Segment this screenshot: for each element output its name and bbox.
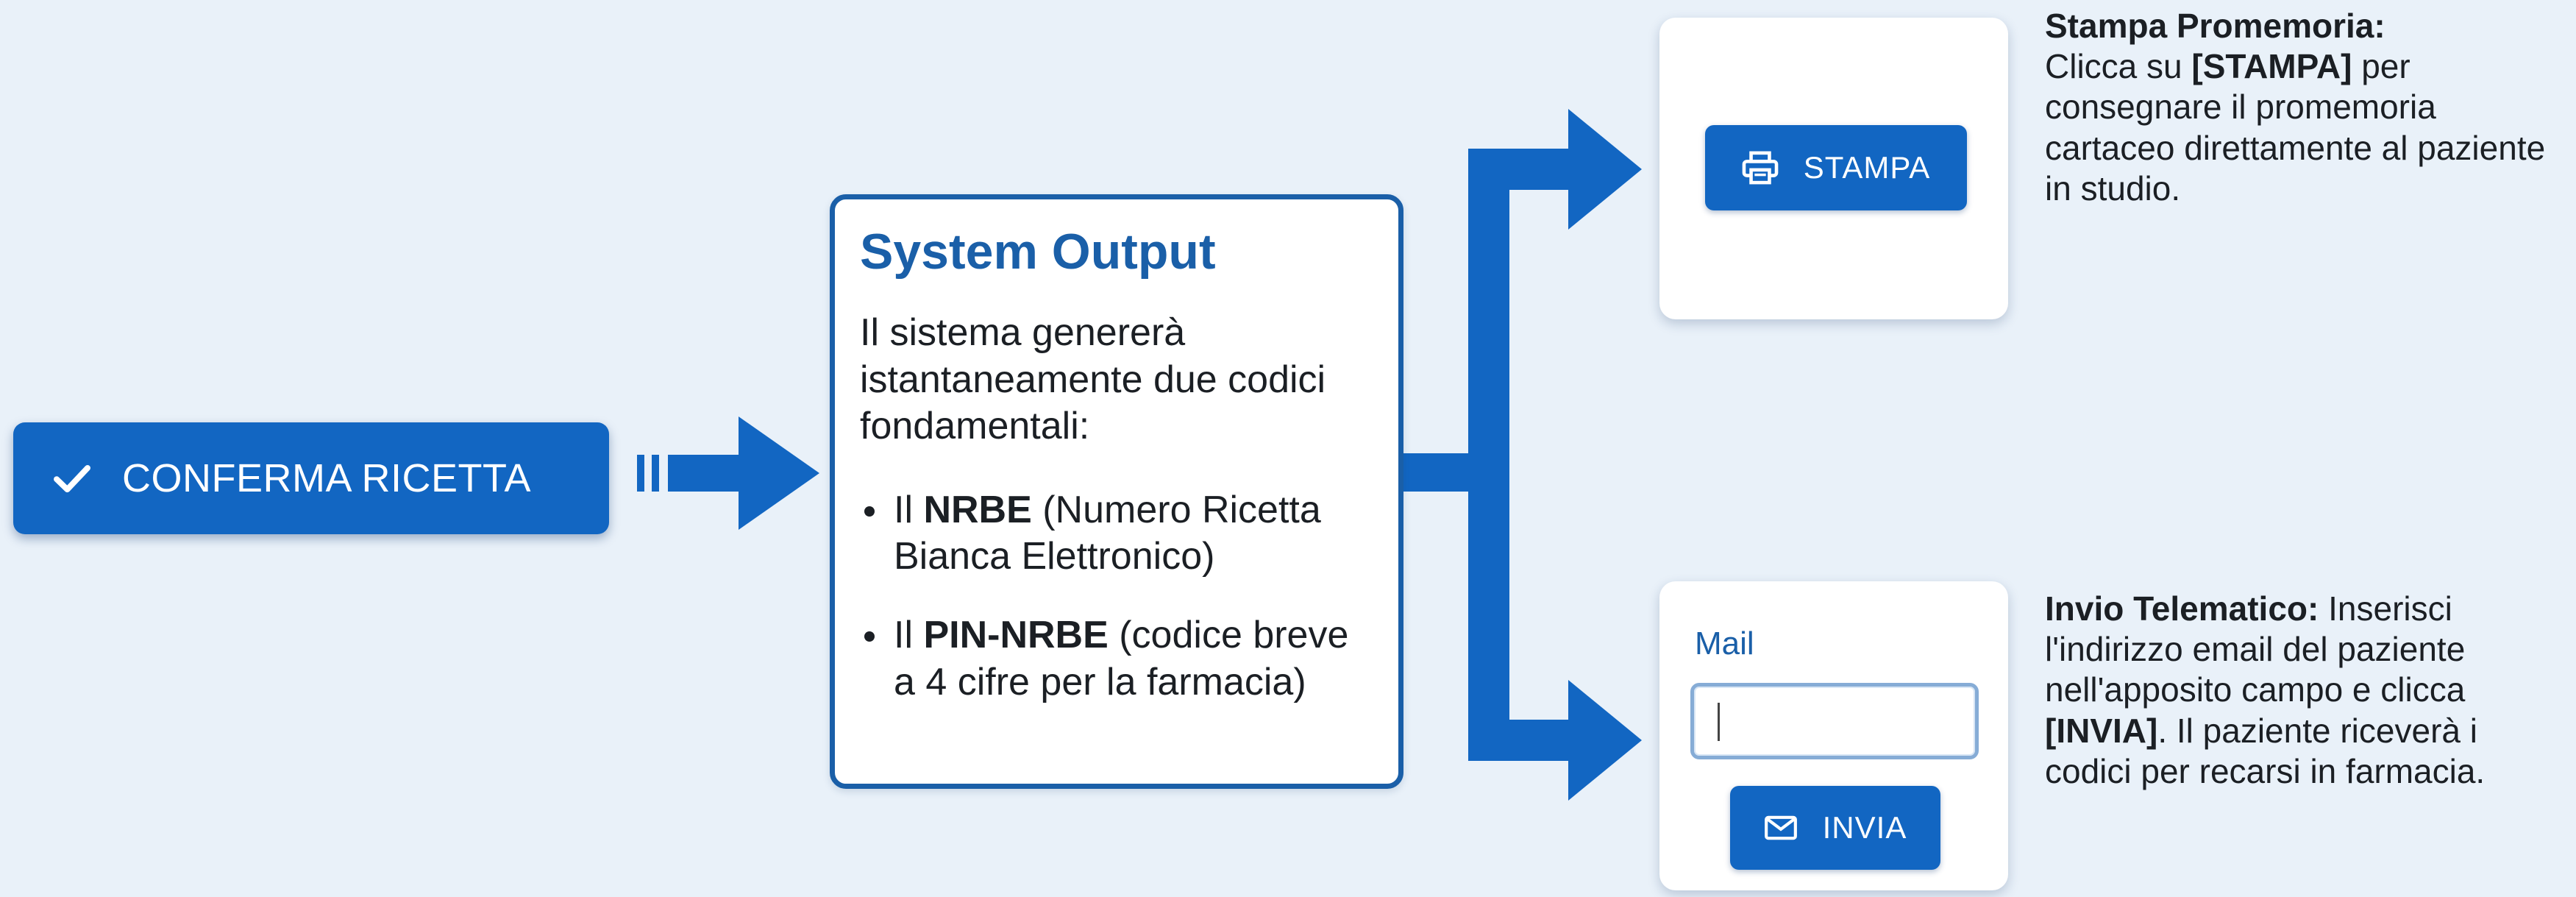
- mail-instructions: Invio Telematico: Inserisci l'indirizzo …: [2045, 589, 2567, 792]
- branch-vertical: [1468, 149, 1509, 761]
- list-item-nrbe: Il NRBE (Numero Ricetta Bianca Elettroni…: [860, 487, 1373, 581]
- branch-bottom-shaft: [1468, 720, 1576, 761]
- branch-top-head: [1568, 109, 1642, 230]
- text-caret: [1718, 703, 1720, 741]
- output-intro: Il sistema genererà istantaneamente due …: [860, 311, 1326, 448]
- mail-field-label: Mail: [1695, 625, 1754, 662]
- mail-part1: Inserisci l'indirizzo email del paziente…: [2045, 589, 2466, 709]
- print-line-end: per consegnare il promemoria cartaceo di…: [2045, 47, 2546, 208]
- printer-icon: [1742, 151, 1779, 185]
- bullet-prefix: Il: [894, 614, 924, 657]
- arrow-shaft-main: [668, 455, 741, 492]
- bullet-text: (Numero Ricetta Bianca Elettronico): [894, 488, 1321, 578]
- print-instructions: Stampa Promemoria: Clicca su [STAMPA] pe…: [2045, 6, 2560, 209]
- confirm-prescription-button[interactable]: CONFERMA RICETTA: [13, 422, 609, 534]
- output-code-list: Il NRBE (Numero Ricetta Bianca Elettroni…: [860, 487, 1373, 706]
- arrow-bar-2: [652, 455, 659, 492]
- mail-bold-label: [INVIA]: [2045, 711, 2158, 750]
- email-input-field[interactable]: [1690, 683, 1979, 759]
- arrow-bar-1: [637, 455, 644, 492]
- system-output-box: System Output Il sistema genererà istant…: [830, 194, 1403, 789]
- send-button[interactable]: INVIA: [1730, 786, 1940, 870]
- output-title: System Output: [860, 224, 1216, 280]
- mail-heading: Invio Telematico:: [2045, 589, 2319, 628]
- bullet-dot: [864, 631, 875, 642]
- list-item-pin-nrbe: Il PIN-NRBE (codice breve a 4 cifre per …: [860, 612, 1373, 706]
- branch-top-shaft: [1468, 149, 1576, 190]
- print-button[interactable]: STAMPA: [1705, 125, 1967, 210]
- arrow-head-main: [739, 416, 819, 530]
- print-bold-label: [STAMPA]: [2191, 47, 2352, 86]
- send-button-label: INVIA: [1822, 810, 1907, 845]
- bullet-bold-nrbe: NRBE: [923, 488, 1032, 531]
- check-icon: [54, 465, 90, 493]
- bullet-prefix: Il: [894, 488, 924, 531]
- bullet-bold-pin-nrbe: PIN-NRBE: [923, 614, 1109, 657]
- branch-bottom-head: [1568, 680, 1642, 801]
- print-line-start: Clicca su: [2045, 47, 2192, 86]
- confirm-button-label: CONFERMA RICETTA: [122, 456, 532, 500]
- branch-stub: [1403, 453, 1473, 492]
- bullet-text: (codice breve a 4 cifre per la farmacia): [894, 614, 1349, 703]
- mail-part2: . Il paziente riceverà i codici per reca…: [2045, 711, 2486, 790]
- print-button-label: STAMPA: [1803, 150, 1931, 185]
- bullet-dot: [864, 506, 875, 517]
- envelope-icon: [1764, 815, 1797, 840]
- print-heading: Stampa Promemoria:: [2045, 7, 2385, 45]
